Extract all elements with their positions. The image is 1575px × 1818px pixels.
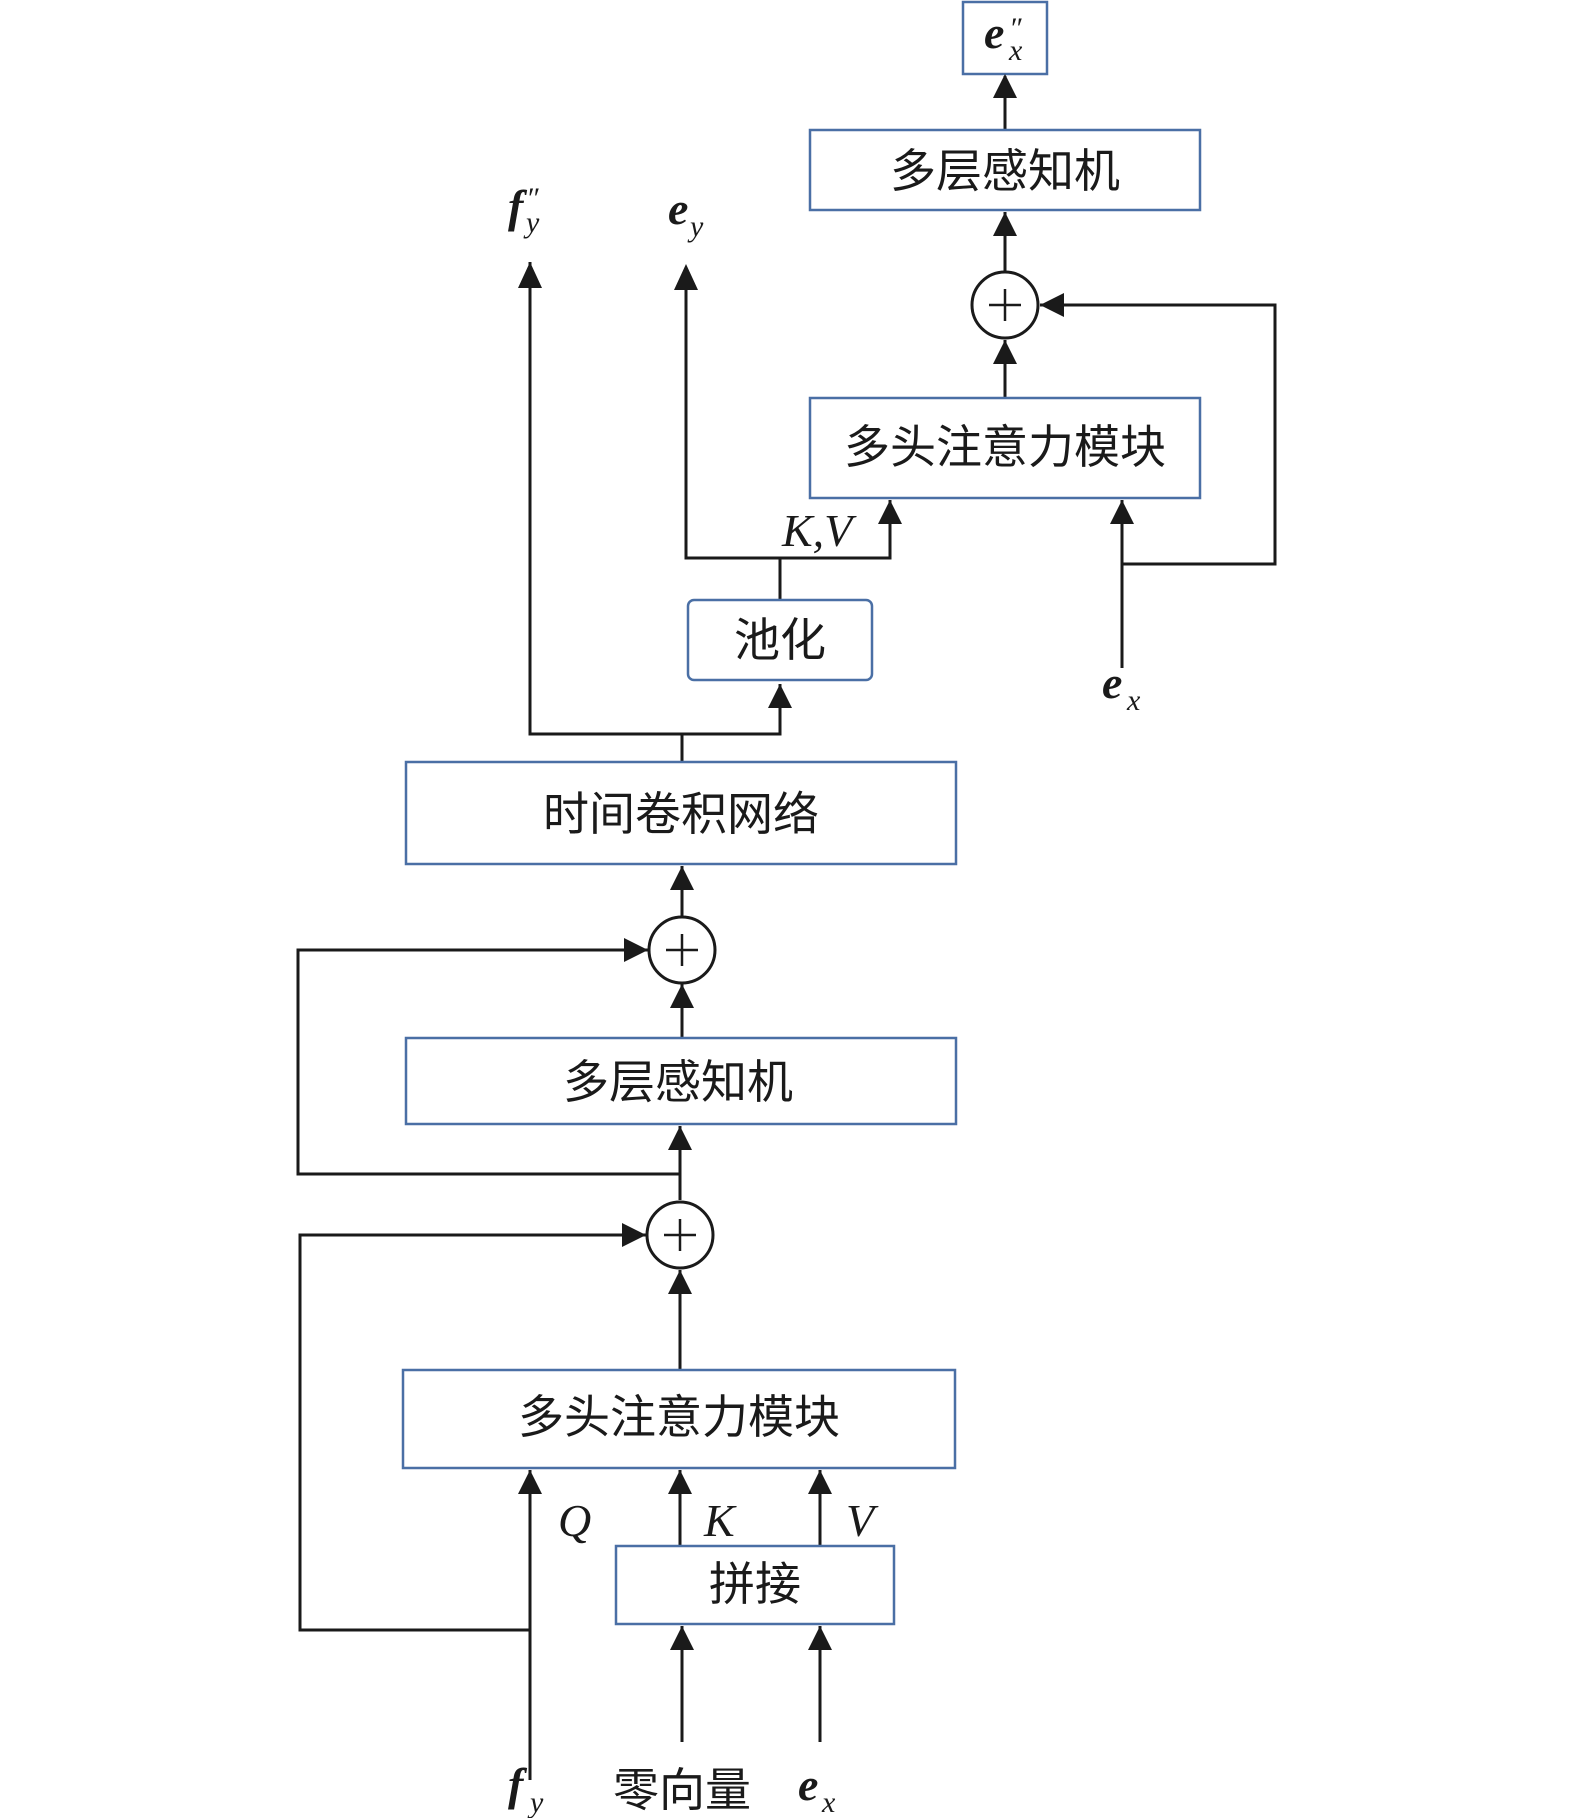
mlp-bottom-label: 多层感知机: [563, 1055, 793, 1109]
arrowhead: [993, 340, 1017, 364]
arrowhead: [668, 1270, 692, 1294]
ey-output-sub: y: [687, 210, 704, 243]
output-ex-prime: ″: [1009, 12, 1022, 45]
fy-output-prime: ″: [526, 182, 539, 215]
kv-path-and-ey-output: [684, 272, 892, 560]
output-ex-box: e ″ x: [961, 0, 1049, 76]
arrowhead: [808, 1470, 832, 1494]
arrowhead: [518, 262, 542, 288]
add-operator-bottom: [645, 1200, 715, 1270]
fy-output-path: [528, 262, 682, 736]
arrowhead: [1110, 500, 1134, 524]
arrowhead: [674, 264, 698, 290]
mha-bottom-block: 多头注意力模块: [401, 1368, 957, 1470]
ex-input-bottom: e x: [798, 1759, 836, 1818]
mlp-top-block: 多层感知机: [808, 128, 1202, 212]
mlp-top-label: 多层感知机: [890, 144, 1120, 198]
k-label: K: [703, 1495, 737, 1546]
arrowhead: [622, 1223, 646, 1247]
fy-output: f ″ y: [508, 181, 540, 239]
residual-fy-to-plus-bottom: [298, 1233, 646, 1632]
pooling-block: 池化: [686, 598, 874, 682]
arrowhead: [768, 684, 792, 708]
q-label: Q: [558, 1495, 591, 1546]
arrowhead: [808, 1626, 832, 1650]
v-label: V: [846, 1495, 879, 1546]
fy-input-sub: y: [527, 1786, 544, 1818]
fy-output-base: f: [508, 181, 528, 232]
residual-ex-to-plus-top: [1040, 303, 1277, 566]
fy-input: f y: [508, 1759, 544, 1818]
pooling-label: 池化: [734, 613, 826, 667]
arrowhead: [624, 938, 648, 962]
add-operator-top: [970, 270, 1040, 340]
ey-output-base: e: [668, 183, 688, 234]
concat-label: 拼接: [709, 1557, 801, 1611]
mha-top-label: 多头注意力模块: [844, 420, 1166, 474]
ex-input-bottom-sub: x: [821, 1786, 836, 1818]
kv-label-top: K,V: [781, 505, 857, 556]
tcn-label: 时间卷积网络: [543, 787, 819, 841]
arrowhead: [670, 984, 694, 1008]
output-ex-sub: x: [1008, 34, 1023, 67]
ex-input-top: e x: [1102, 657, 1141, 717]
mha-top-block: 多头注意力模块: [808, 396, 1202, 500]
arrowhead: [993, 212, 1017, 236]
zero-vector-input: 零向量: [613, 1763, 751, 1817]
tcn-to-pool-path: [680, 684, 782, 762]
output-ex-base: e: [984, 7, 1004, 58]
ex-input-top-base: e: [1102, 657, 1122, 708]
arrowhead: [993, 74, 1017, 98]
residual-to-plus-middle: [296, 948, 680, 1176]
ey-output: e y: [668, 183, 704, 243]
arrowhead: [668, 1470, 692, 1494]
arrowhead: [878, 500, 902, 524]
arrowhead: [670, 866, 694, 890]
arrowhead: [1040, 293, 1064, 317]
arrowhead: [668, 1126, 692, 1150]
concat-block: 拼接: [614, 1544, 896, 1626]
ex-input-bottom-base: e: [798, 1759, 818, 1810]
mha-bottom-label: 多头注意力模块: [518, 1390, 840, 1444]
fy-input-base: f: [508, 1759, 528, 1810]
tcn-block: 时间卷积网络: [404, 760, 958, 866]
mlp-bottom-block: 多层感知机: [404, 1036, 958, 1126]
arrowhead: [518, 1470, 542, 1494]
arrowhead: [670, 1626, 694, 1650]
add-operator-middle: [647, 915, 717, 985]
fy-output-sub: y: [523, 206, 540, 239]
ex-input-top-sub: x: [1126, 684, 1141, 717]
